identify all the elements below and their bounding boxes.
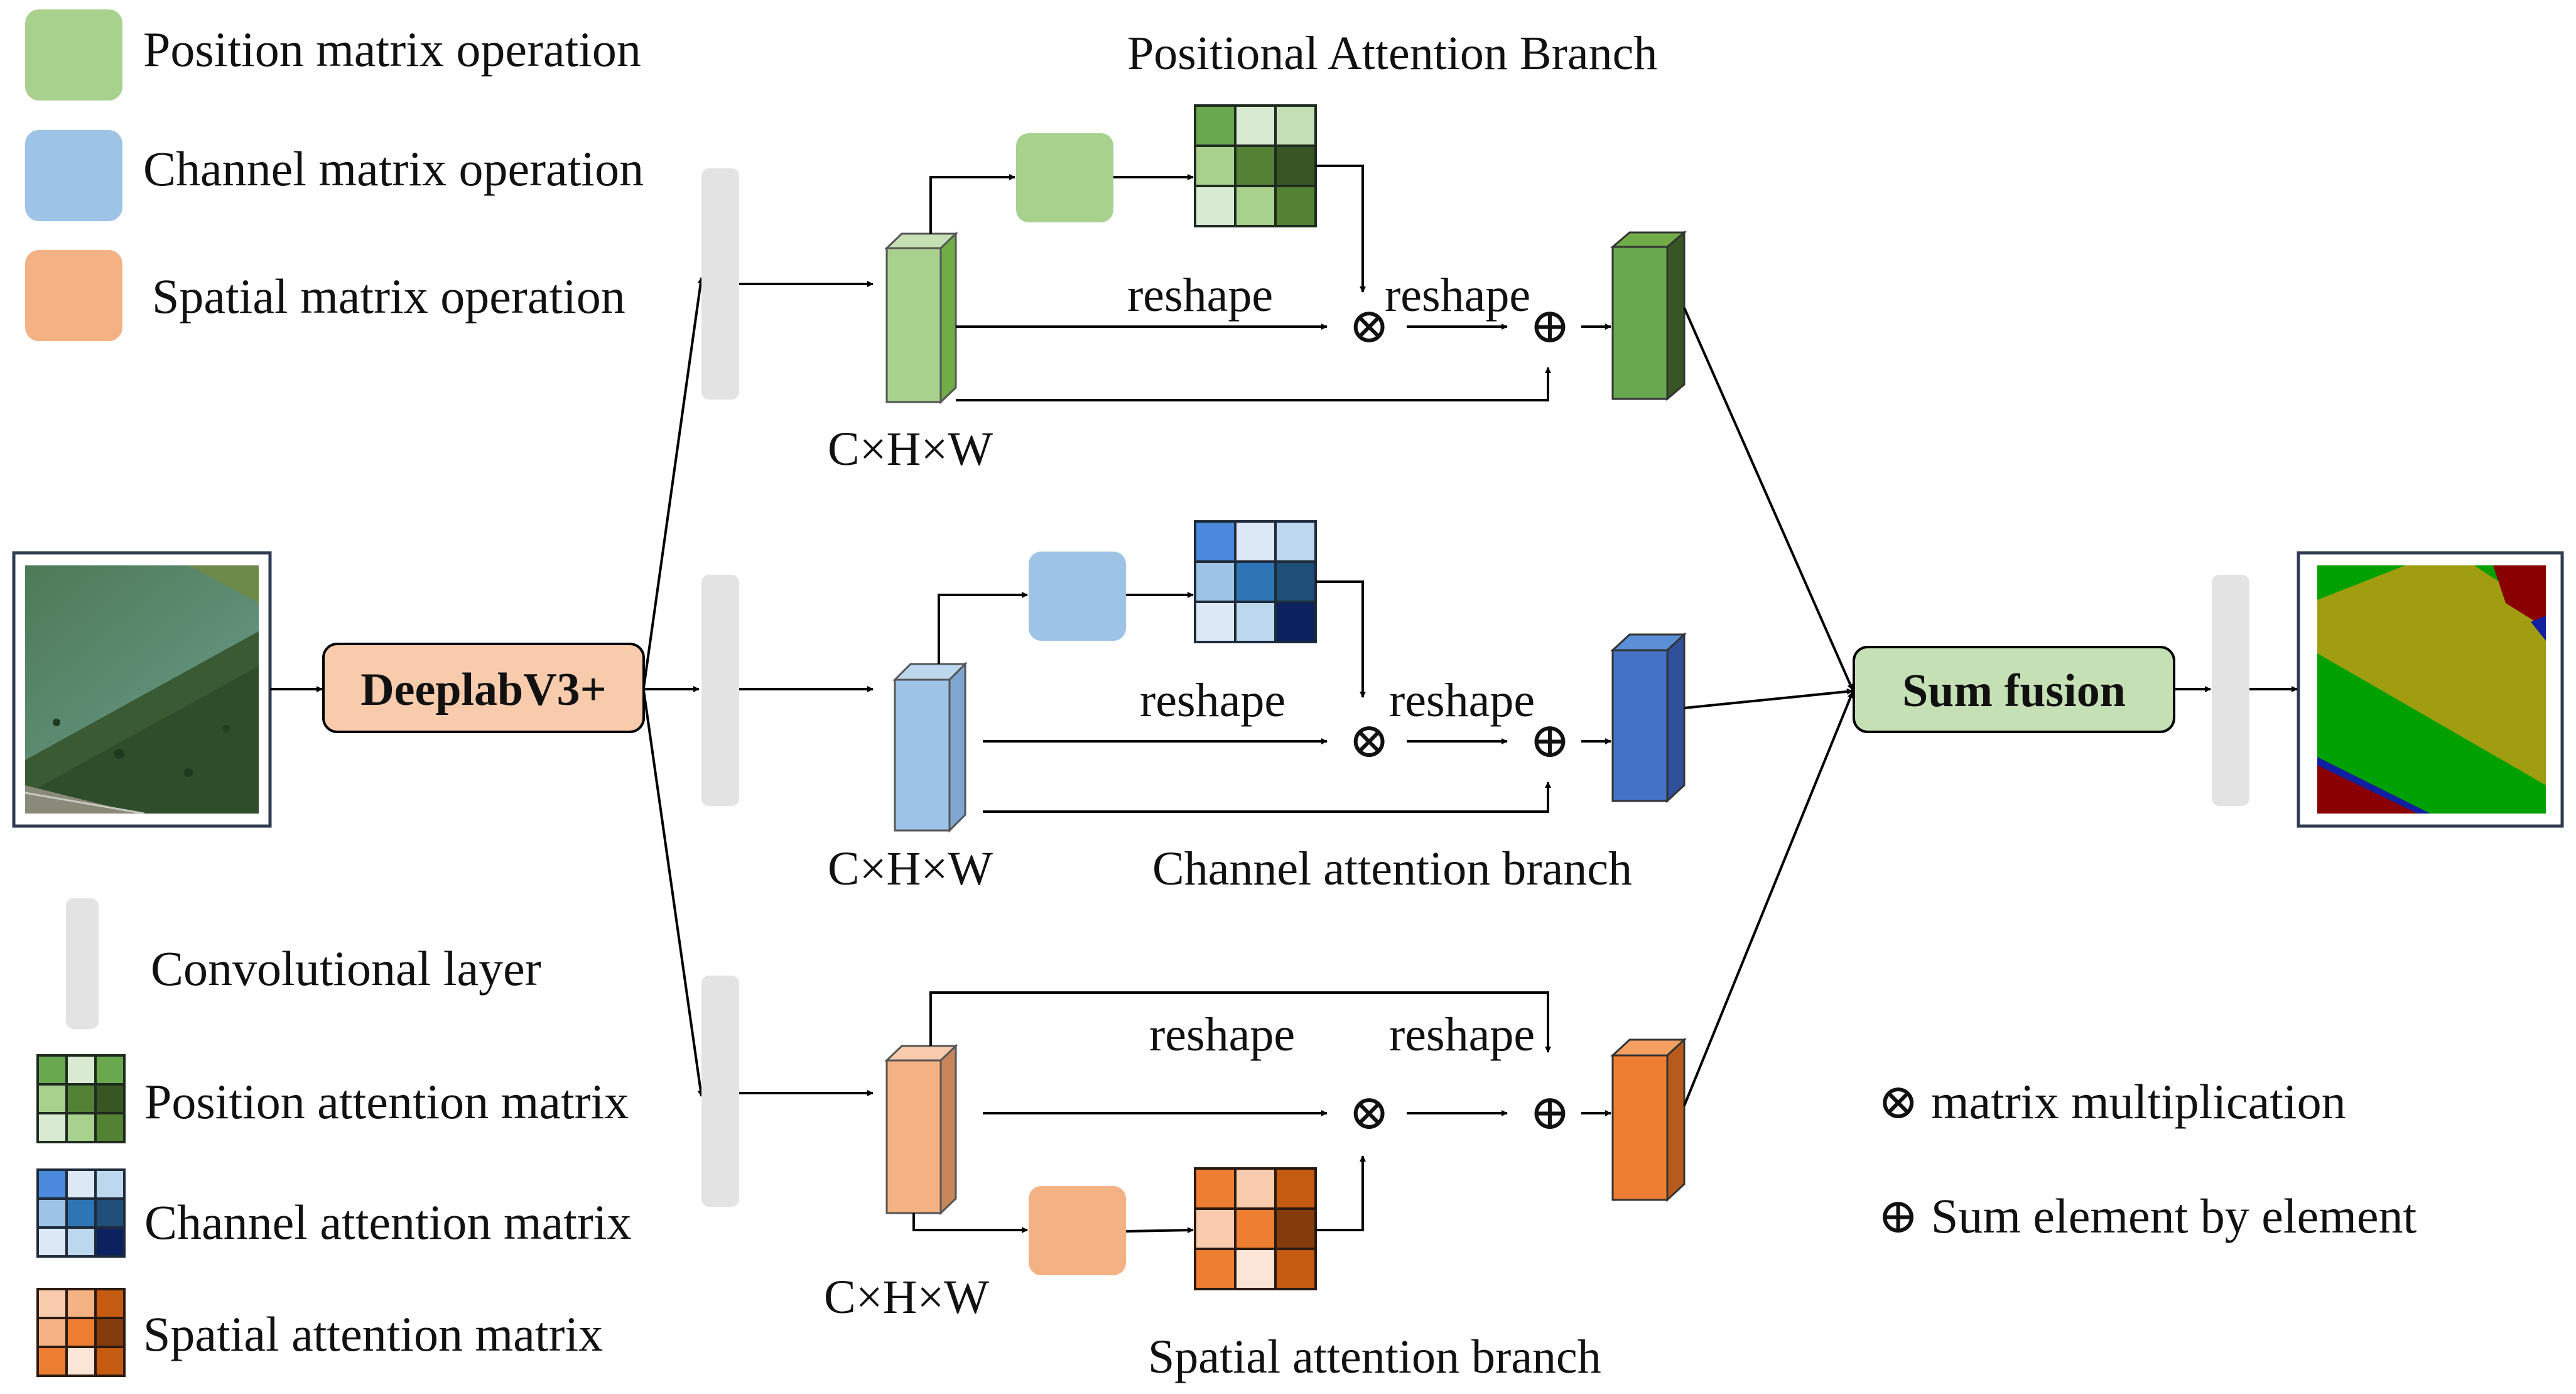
legend-spatial-op-label: Spatial matrix operation [152,269,625,324]
channel-matmul-symbol: ⊗ [1348,713,1389,768]
legend-operations: Position matrix operation Channel matrix… [25,9,644,341]
spatial-sum-symbol: ⊕ [1529,1085,1570,1140]
spatial-op-block [1029,1186,1126,1275]
spatial-matmul-symbol: ⊗ [1348,1085,1389,1140]
spatial-to-fusion-arrow [1683,692,1854,1106]
deeplabv3-label: DeeplabV3+ [360,664,607,716]
legend-position-attn-label: Position attention matrix [144,1074,629,1129]
channel-op-swatch [25,130,122,221]
legend-sum-label: ⊕ Sum element by element [1878,1189,2416,1243]
position-skip-arrow [956,367,1551,401]
position-reshape-left: reshape [1127,269,1273,322]
position-output-cube [1610,230,1687,401]
position-sum-symbol: ⊕ [1529,298,1570,353]
channel-attention-matrix [1194,520,1317,643]
conv-layer-top [701,168,739,400]
spatial-op-to-matrix-arrow [1125,1227,1194,1234]
position-matmul-symbol: ⊗ [1348,298,1389,353]
spatial-attention-matrix [1194,1167,1317,1290]
channel-op-block [1029,552,1126,641]
legend-matmul-label: ⊗ matrix multiplication [1878,1074,2346,1129]
conv-layer-final [2212,575,2249,806]
positional-branch-title: Positional Attention Branch [1127,27,1657,80]
legend-matrices: Convolutional layer Position attention m… [36,898,631,1377]
channel-dims-label: C×H×W [828,842,993,895]
channel-output-cube [1610,632,1687,803]
position-attention-matrix-icon [36,1054,126,1143]
spatial-top-skip-arrow [929,991,1551,1053]
channel-matrix-to-matmul-arrow [1316,580,1366,698]
spatial-attention-matrix-icon [36,1288,126,1377]
output-segmentation-image [2297,551,2564,828]
position-op-block [1016,133,1113,222]
channel-branch-title: Channel attention branch [1152,842,1632,895]
position-cube-to-op-arrow [929,174,1015,234]
position-op-swatch [25,9,122,101]
input-image [12,551,272,828]
position-to-fusion-arrow [1683,307,1854,690]
spatial-op-swatch [25,250,122,341]
channel-feature-cube [892,662,968,833]
position-matrix-to-matmul-arrow [1316,165,1366,293]
channel-cube-to-op-arrow [938,592,1028,664]
spatial-matrix-to-matmul-arrow [1316,1155,1366,1231]
channel-reshape-left: reshape [1140,674,1285,727]
legend-conv-layer-label: Convolutional layer [151,941,541,996]
channel-sum-symbol: ⊕ [1529,713,1570,768]
channel-skip-arrow [983,781,1551,813]
spatial-output-cube [1610,1037,1687,1202]
backbone-to-bot-conv-arrow [642,690,704,1097]
position-attention-matrix [1194,104,1317,227]
conv-layer-mid [701,575,739,806]
conv-layer-bot [701,976,739,1207]
position-dims-label: C×H×W [828,423,993,476]
channel-reshape-right: reshape [1389,674,1535,727]
channel-to-fusion-arrow [1684,688,1853,709]
spatial-dims-label: C×H×W [824,1271,989,1324]
position-reshape-right: reshape [1385,269,1530,322]
position-feature-cube [884,231,958,405]
spatial-feature-cube [884,1043,958,1216]
legend-spatial-attn-label: Spatial attention matrix [143,1307,603,1361]
backbone-to-top-conv-arrow [642,277,704,689]
spatial-cube-to-op-arrow [912,1213,1028,1233]
conv-layer-swatch [66,898,99,1029]
legend-position-op-label: Position matrix operation [143,22,641,77]
spatial-reshape-right: reshape [1389,1008,1535,1061]
channel-attention-matrix-icon [36,1168,126,1258]
legend-channel-attn-label: Channel attention matrix [144,1195,631,1250]
spatial-branch-title: Spatial attention branch [1148,1331,1601,1383]
sum-fusion-label: Sum fusion [1902,665,2126,717]
legend-channel-op-label: Channel matrix operation [143,141,644,196]
spatial-reshape-left: reshape [1149,1008,1295,1061]
